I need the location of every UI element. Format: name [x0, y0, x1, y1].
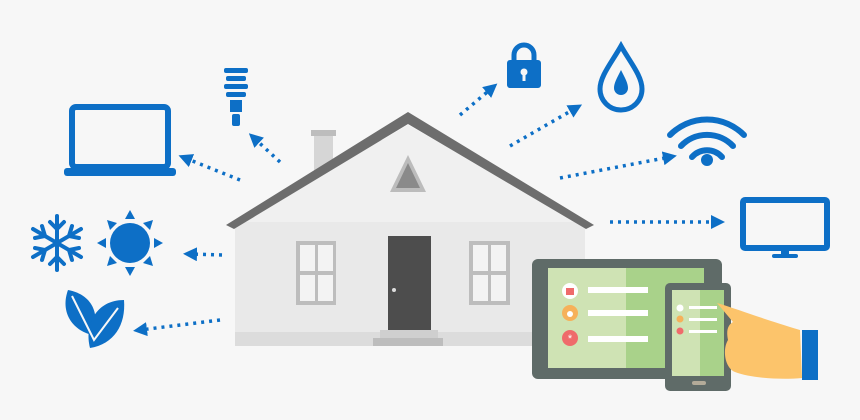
water-drop-icon	[597, 40, 645, 113]
svg-text:*: *	[568, 333, 573, 345]
arrow-to-laptop	[178, 154, 241, 182]
arrow-to-sun	[183, 247, 223, 262]
phone	[665, 283, 731, 391]
house	[226, 112, 594, 346]
steps	[380, 330, 438, 338]
snow-badge-icon	[562, 330, 578, 346]
lock-icon	[507, 42, 541, 88]
laptop-icon	[64, 104, 176, 176]
window-left	[296, 241, 336, 305]
arrows	[133, 83, 725, 337]
arrow-to-lock	[458, 83, 498, 117]
arrow-to-wifi	[559, 151, 677, 180]
arrow-to-bulb	[248, 133, 282, 164]
snowflake-icon	[31, 214, 83, 272]
wifi-icon	[667, 116, 747, 166]
sun-icon	[97, 210, 163, 276]
door	[388, 236, 431, 330]
light-bulb-icon	[224, 68, 248, 126]
arrow-to-drop	[509, 104, 583, 148]
pointing-hand	[717, 303, 818, 380]
arrow-to-leaves	[133, 318, 221, 337]
monitor-icon	[740, 197, 830, 258]
window-right	[469, 241, 510, 305]
leaves-icon	[65, 290, 125, 348]
